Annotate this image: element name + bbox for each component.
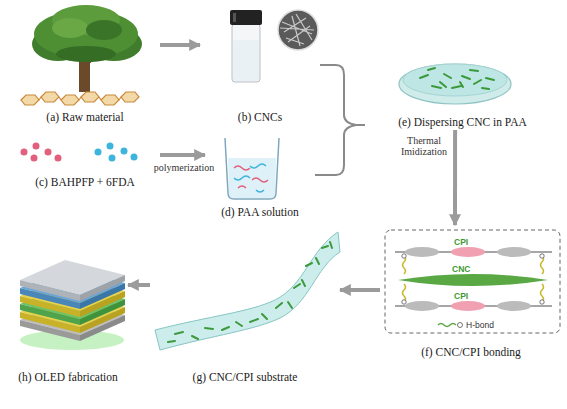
cellulose-chain-part (21, 95, 39, 105)
cnc-vial-part (233, 13, 236, 22)
panel-node: (h) OLED fabrication (8, 225, 128, 385)
cpi-chain-part (405, 247, 439, 257)
panel-caption: (e) Dispersing CNC in PAA (398, 116, 527, 130)
h-bond-links-part (402, 300, 406, 304)
sem-inset-part (278, 10, 318, 50)
panel-caption: (c) BAHPFP + 6FDA (35, 176, 135, 190)
monomer-dots-part (31, 155, 38, 162)
paa-beaker-part (228, 158, 276, 198)
oled-device-part (80, 275, 125, 301)
petri-dish-part (403, 64, 507, 96)
panel-caption: (h) OLED fabrication (18, 371, 118, 385)
merge-brace (320, 65, 365, 125)
paa-beaker-part (225, 138, 279, 199)
substrate-ribbon-part (168, 242, 332, 342)
panel-node: (b) CNCs (200, 5, 320, 125)
cpi-chain-part (405, 301, 439, 311)
h-bond-links-part (402, 254, 406, 258)
process-arrow (160, 43, 200, 47)
cellulose-chain (21, 92, 139, 105)
legend-sample (438, 323, 463, 328)
panel-caption: (d) PAA solution (221, 206, 299, 220)
cnc-vial (230, 10, 262, 82)
legend-text: H-bond (466, 320, 494, 330)
petri-dish-part (399, 64, 511, 104)
cellulose-chain-part (61, 95, 79, 105)
h-bond-links-part (540, 300, 544, 304)
cnc-spindle (398, 274, 548, 286)
panel-node: (f) CNC/CPI bonding (380, 225, 562, 360)
merge-brace (315, 125, 365, 175)
panel-node: (c) BAHPFP + 6FDA (10, 130, 160, 190)
oled-device (20, 260, 125, 350)
process-arrow (340, 288, 380, 292)
panel-caption: (f) CNC/CPI bonding (421, 346, 521, 360)
panel-node: (e) Dispersing CNC in PAA (365, 20, 560, 130)
cpi-chain-part (451, 301, 485, 311)
legend-sample-part (458, 323, 463, 328)
panel-node: (a) Raw material (10, 5, 160, 125)
h-bond-links (402, 254, 544, 304)
paa-beaker-part (234, 166, 268, 188)
tree-illustration-part (86, 20, 122, 40)
cnc-vial-part (233, 40, 259, 81)
step-label: polymerization (152, 162, 216, 173)
bonding-frame-part (385, 230, 560, 333)
cnc-vial-part (232, 24, 260, 82)
panel-caption: (b) CNCs (238, 111, 282, 125)
paa-beaker-part (234, 164, 266, 192)
panel-caption: (g) CNC/CPI substrate (193, 371, 298, 385)
step-label: Thermal Imidization (396, 135, 452, 157)
process-arrow (160, 153, 205, 157)
component-label: CNC (452, 264, 470, 274)
cellulose-chain-part (39, 97, 121, 100)
monomer-dots-part (95, 149, 102, 156)
monomer-dots-part (45, 149, 52, 156)
cellulose-chain-part (101, 95, 119, 105)
component-label: CPI (454, 291, 468, 301)
paa-beaker (225, 138, 279, 199)
monomer-dots-part (131, 154, 138, 161)
monomer-dots-part (21, 149, 28, 156)
cellulose-chain-part (81, 92, 99, 102)
monomer-dots-part (55, 155, 62, 162)
cnc-vial-part (230, 10, 262, 25)
tree-illustration (32, 5, 142, 92)
bonding-frame (385, 230, 560, 333)
oled-device-part (20, 280, 80, 301)
sem-inset-part (280, 14, 314, 46)
monomer-dots (21, 143, 138, 162)
legend-sample-part (438, 324, 456, 327)
petri-dish (399, 64, 511, 104)
h-bond-links-part (403, 256, 544, 302)
process-arrow (453, 130, 457, 225)
panel-caption: (a) Raw material (46, 111, 123, 125)
monomer-dots-part (109, 155, 116, 162)
cpi-chain-part (451, 247, 485, 257)
cpi-chain (395, 247, 552, 311)
sem-inset (278, 10, 318, 50)
tree-illustration-part (52, 18, 88, 38)
process-arrow (128, 283, 150, 287)
cpi-chain-part (497, 301, 531, 311)
panel-node: (d) PAA solution (205, 130, 315, 220)
h-bond-links-part (540, 254, 544, 258)
monomer-dots-part (107, 143, 114, 150)
substrate-ribbon-part (155, 232, 340, 350)
cnc-spindle-part (398, 274, 548, 286)
cellulose-chain-part (41, 92, 59, 102)
panel-node: (g) CNC/CPI substrate (150, 220, 340, 385)
component-label: CPI (454, 237, 468, 247)
substrate-ribbon (155, 232, 340, 350)
monomer-dots-part (33, 143, 40, 150)
petri-dish-part (420, 68, 494, 89)
tree-illustration-part (56, 46, 116, 62)
cpi-chain-part (497, 247, 531, 257)
monomer-dots-part (121, 148, 128, 155)
cellulose-chain-part (121, 92, 139, 102)
